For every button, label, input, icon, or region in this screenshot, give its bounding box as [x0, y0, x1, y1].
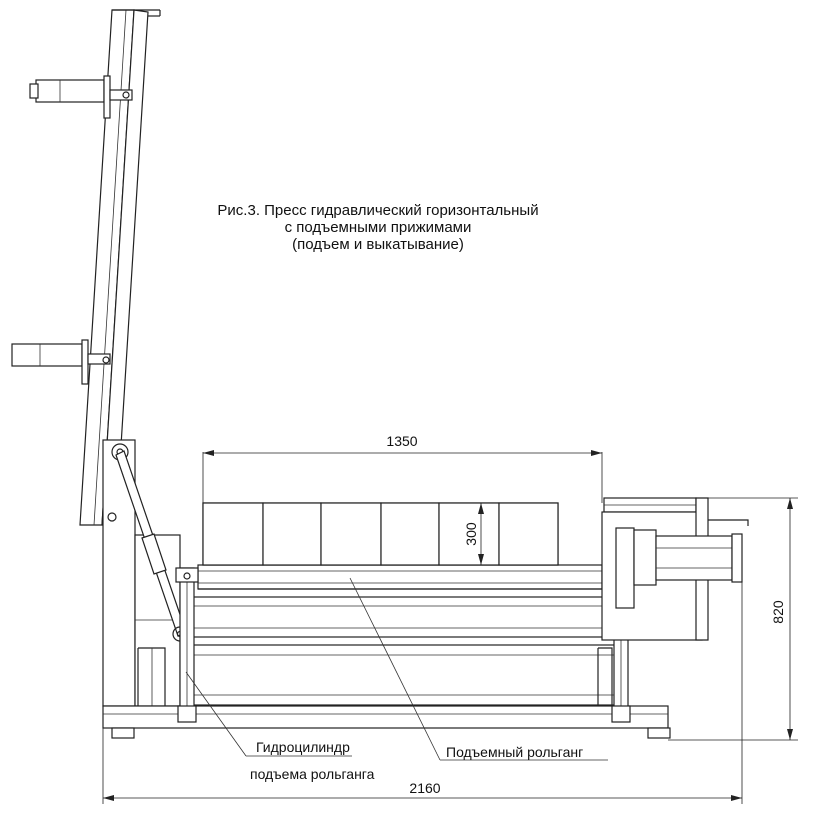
- filter-plates: [202, 502, 559, 566]
- dimension-1350: [202, 450, 603, 503]
- upper-clamp-cylinder: [29, 75, 133, 119]
- figure-caption-line-1: Рис.3. Пресс гидравлический горизонтальн…: [217, 202, 539, 219]
- callout-hydraulic-cylinder-line-1: Гидроцилиндр: [256, 739, 350, 755]
- dimension-820: [668, 497, 798, 741]
- base-frame: [102, 705, 671, 739]
- dimension-300: [478, 503, 484, 565]
- dimension-label-1350: 1350: [386, 433, 417, 449]
- leader-hydraulic-cylinder: [185, 671, 352, 757]
- figure-caption-line-2: с подъемными прижимами: [284, 219, 472, 236]
- figure-caption-line-3: (подъем и выкатывание): [292, 236, 464, 253]
- leader-roller-table: [349, 577, 608, 761]
- dimension-label-820: 820: [770, 600, 786, 624]
- dimension-label-2160: 2160: [409, 780, 440, 796]
- left-lift-cylinder: [175, 567, 199, 723]
- dimension-label-300: 300: [463, 522, 479, 546]
- dimension-2160: [102, 582, 743, 804]
- right-head: [601, 497, 749, 641]
- left-frame: [102, 439, 181, 707]
- callout-hydraulic-cylinder-line-2: подъема рольганга: [250, 766, 375, 782]
- lower-beam: [184, 644, 616, 706]
- right-bracket: [597, 647, 613, 706]
- callout-lifting-roller-table: Подъемный рольганг: [446, 744, 583, 760]
- lower-clamp-cylinder: [11, 339, 111, 385]
- side-bars: [184, 596, 616, 638]
- lifting-roller-table: [197, 564, 603, 590]
